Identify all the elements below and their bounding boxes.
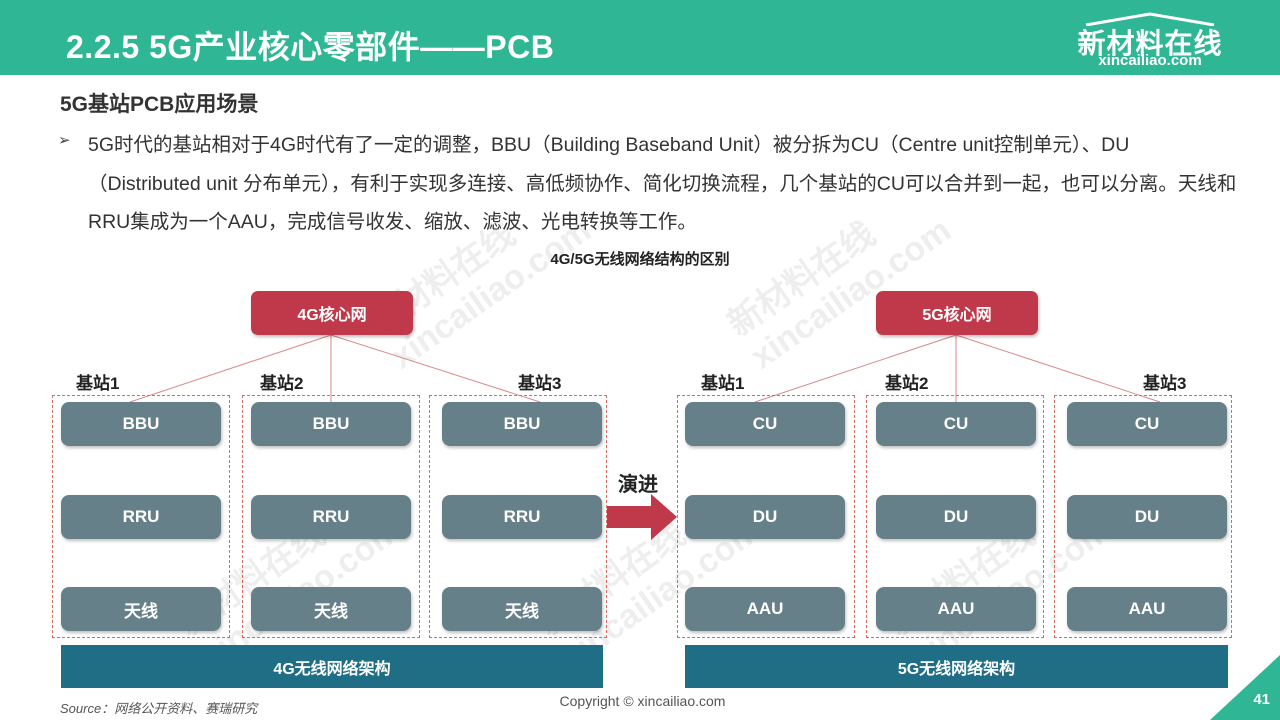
node-rru: RRU	[251, 495, 411, 539]
logo-url: xincailiao.com	[1098, 52, 1202, 69]
node-rru: RRU	[61, 495, 221, 539]
node-antenna: 天线	[61, 587, 221, 631]
copyright-text: Copyright © xincailiao.com	[559, 693, 726, 709]
core-network-5g: 5G核心网	[876, 291, 1038, 335]
connector-line	[754, 334, 957, 403]
node-bbu: BBU	[251, 402, 411, 446]
node-antenna: 天线	[251, 587, 411, 631]
page-number: 41	[1253, 691, 1270, 708]
brand-logo: 新材料在线 xincailiao.com	[1070, 10, 1230, 70]
node-du: DU	[1067, 495, 1227, 539]
node-cu: CU	[1067, 402, 1227, 446]
bullet-paragraph: 5G时代的基站相对于4G时代有了一定的调整，BBU（Building Baseb…	[88, 134, 1237, 233]
node-rru: RRU	[442, 495, 602, 539]
station-box	[677, 395, 855, 638]
evolve-label: 演进	[618, 474, 658, 496]
node-cu: CU	[876, 402, 1036, 446]
node-bbu: BBU	[61, 402, 221, 446]
architecture-bar-4g: 4G无线网络架构	[61, 645, 603, 688]
right-arrow-icon	[607, 494, 677, 540]
connector-line	[955, 334, 1161, 403]
node-antenna: 天线	[442, 587, 602, 631]
house-roof-icon	[1085, 12, 1215, 26]
station-label: 基站1	[76, 374, 120, 393]
corner-triangle	[1210, 655, 1280, 720]
section-subtitle: 5G基站PCB应用场景	[60, 93, 259, 116]
core-network-4g: 4G核心网	[251, 291, 413, 335]
station-box	[52, 395, 230, 638]
connector-line	[330, 334, 541, 403]
station-label: 基站3	[518, 374, 562, 393]
station-box	[242, 395, 420, 638]
node-aau: AAU	[876, 587, 1036, 631]
node-aau: AAU	[1067, 587, 1227, 631]
station-label: 基站3	[1143, 374, 1187, 393]
connector-line	[129, 334, 332, 403]
node-du: DU	[876, 495, 1036, 539]
station-box	[866, 395, 1044, 638]
page-title: 2.2.5 5G产业核心零部件——PCB	[66, 29, 555, 65]
station-label: 基站2	[260, 374, 304, 393]
station-label: 基站2	[885, 374, 929, 393]
node-cu: CU	[685, 402, 845, 446]
node-du: DU	[685, 495, 845, 539]
source-note: Source：网络公开资料、赛瑞研究	[60, 701, 258, 716]
header-bar: 2.2.5 5G产业核心零部件——PCB 新材料在线 xincailiao.co…	[0, 0, 1280, 75]
logo-name: 新材料在线	[1077, 28, 1223, 59]
node-aau: AAU	[685, 587, 845, 631]
station-box	[429, 395, 607, 638]
bullet-arrow-icon: ➢	[58, 132, 71, 149]
station-label: 基站1	[701, 374, 745, 393]
diagram-title: 4G/5G无线网络结构的区别	[550, 251, 730, 268]
station-box	[1054, 395, 1232, 638]
architecture-bar-5g: 5G无线网络架构	[685, 645, 1228, 688]
node-bbu: BBU	[442, 402, 602, 446]
